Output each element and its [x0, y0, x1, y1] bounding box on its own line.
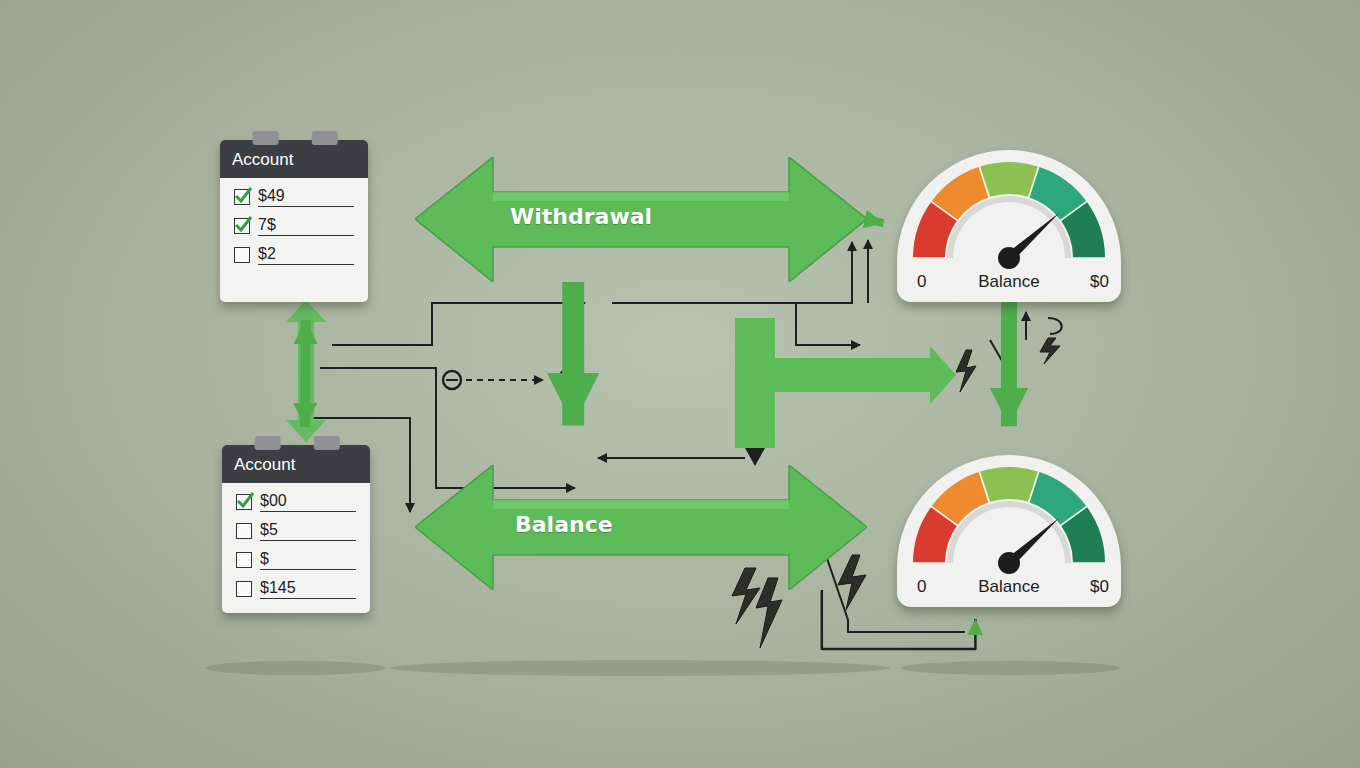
checkbox	[236, 552, 252, 568]
gauge-label: 0	[917, 272, 926, 292]
gauge-label: $0	[1090, 577, 1109, 597]
gauge-segment	[932, 167, 989, 220]
amount-text: $5	[260, 521, 356, 541]
check-mark	[233, 185, 253, 205]
transfer-arrow	[300, 320, 311, 427]
amount-text: $2	[258, 245, 354, 265]
arrow-label: Balance	[515, 512, 613, 537]
balance-gauge: 0 Balance $0	[897, 455, 1121, 607]
checkbox	[234, 218, 250, 234]
ledger-row: 7$	[234, 216, 354, 236]
ledger-row: $	[236, 550, 356, 570]
checkbox	[236, 494, 252, 510]
flow-arrow	[867, 220, 884, 224]
ledger-row: $2	[234, 245, 354, 265]
amount-text: $00	[260, 492, 356, 512]
clip-tabs	[220, 131, 368, 147]
clip-tab	[253, 131, 279, 145]
gauge-segment	[980, 467, 1038, 502]
gauge-label: $0	[1090, 272, 1109, 292]
ledger-row: $145	[236, 579, 356, 599]
ledger-row: $49	[234, 187, 354, 207]
ledger-row: $5	[236, 521, 356, 541]
withdrawal-arrow: Withdrawal	[415, 157, 867, 282]
card-heading: Account	[220, 140, 368, 178]
gauge-segment	[980, 162, 1038, 197]
gauge-label: 0	[917, 577, 926, 597]
amount-text: $145	[260, 579, 356, 599]
checkbox	[234, 189, 250, 205]
clip-tab	[312, 131, 338, 145]
account-card: Account $49 7$ $2	[220, 140, 368, 302]
check-mark	[233, 214, 253, 234]
amount-text: $	[260, 550, 356, 570]
needle-hub	[998, 247, 1020, 269]
clip-tabs	[222, 436, 370, 452]
gauge-label: Balance	[978, 272, 1039, 292]
balance-gauge: 0 Balance $0	[897, 150, 1121, 302]
green-flow-arrows	[286, 300, 956, 466]
card-heading: Account	[222, 445, 370, 483]
gauge-label: Balance	[978, 577, 1039, 597]
check-mark	[235, 490, 255, 510]
flow-arrow	[1001, 302, 1017, 426]
needle-hub	[998, 552, 1020, 574]
arrow-label: Withdrawal	[510, 204, 652, 229]
ledger-row: $00	[236, 492, 356, 512]
amount-text: 7$	[258, 216, 354, 236]
checkbox	[236, 581, 252, 597]
amount-text: $49	[258, 187, 354, 207]
balance-arrow: Balance	[415, 465, 867, 590]
checkbox	[234, 247, 250, 263]
gauge-segment	[932, 472, 989, 525]
double-arrow-shape	[415, 465, 867, 590]
checkbox	[236, 523, 252, 539]
flow-arrow	[562, 282, 584, 425]
account-card: Account $00 $5 $ $145	[222, 445, 370, 613]
clip-tab	[314, 436, 340, 450]
floor-shadow	[205, 660, 1120, 676]
clip-tab	[255, 436, 281, 450]
